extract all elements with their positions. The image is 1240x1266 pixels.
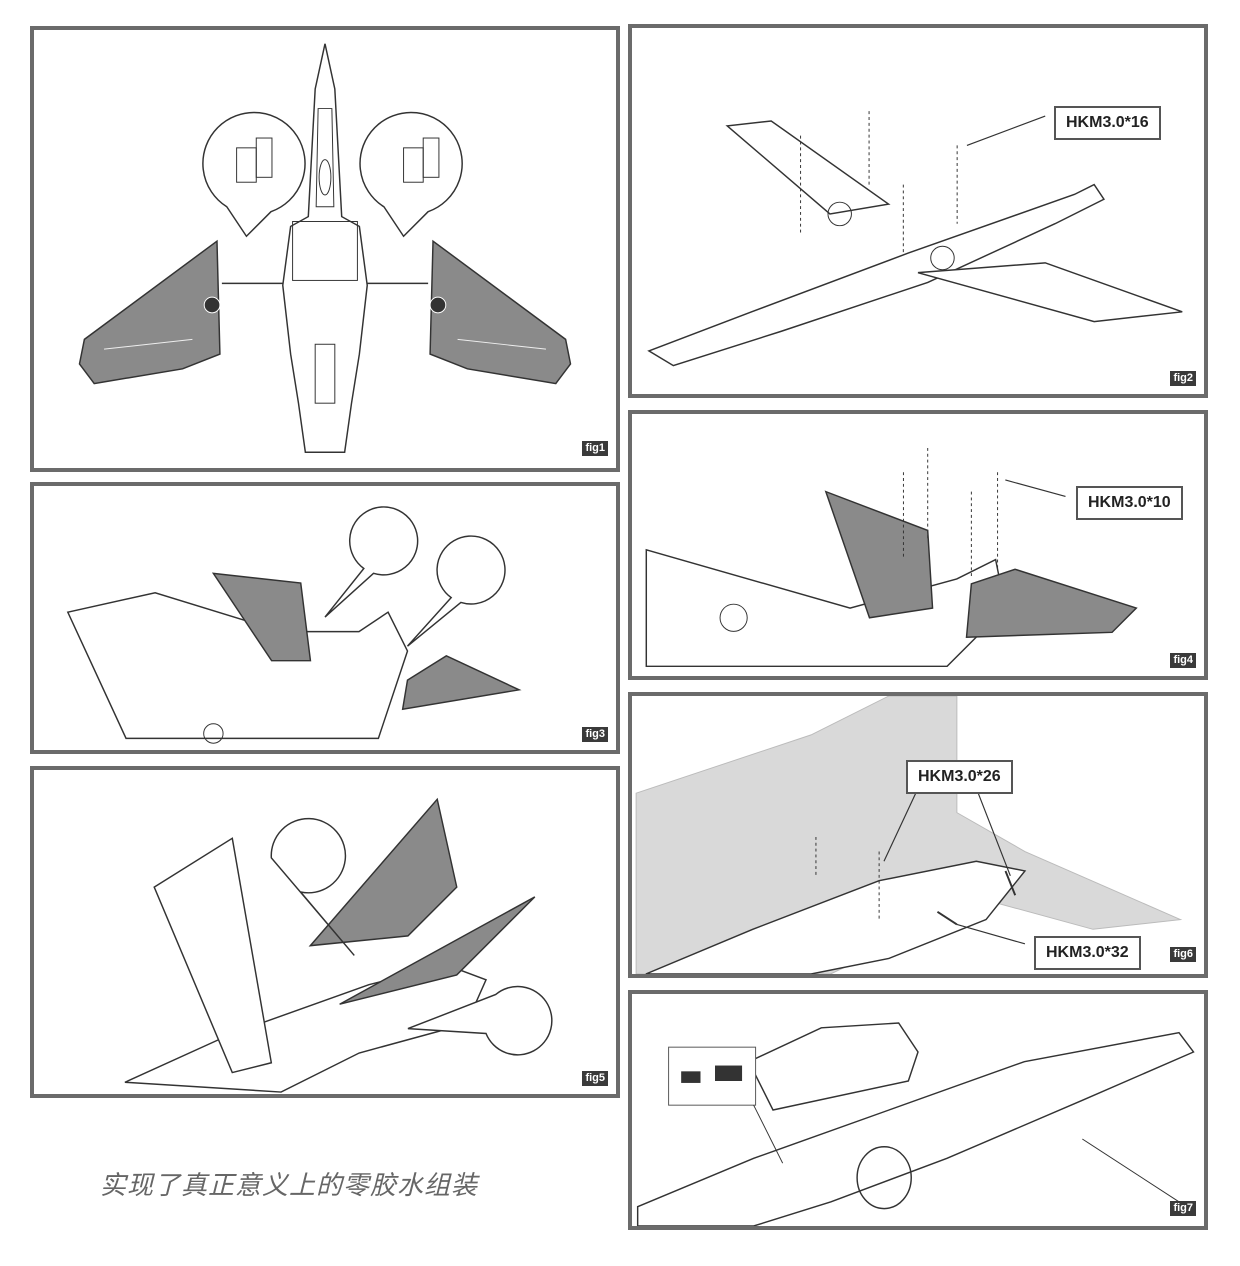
figure-6-drawing xyxy=(635,696,1183,974)
vertical-fin-part xyxy=(308,797,458,947)
aircraft-underside-view xyxy=(647,183,1106,367)
figure-4-panel: HKM3.0*10 fig4 xyxy=(628,410,1208,680)
figure-6-tag: fig6 xyxy=(1170,947,1196,962)
fuselage-side-view xyxy=(124,964,488,1093)
fuselage-underside-view xyxy=(645,860,1027,974)
figure-3-panel: fig3 xyxy=(30,482,620,754)
right-wing-part xyxy=(429,239,572,385)
figure-2-tag: fig2 xyxy=(1170,371,1196,386)
figure-4-drawing xyxy=(645,447,1138,668)
fuselage-top-view xyxy=(282,43,368,454)
figure-7-tag: fig7 xyxy=(1170,1201,1196,1216)
figure-3-tag: fig3 xyxy=(582,727,608,742)
figure-7-drawing xyxy=(636,1022,1195,1226)
screw-callout-hkm3-32: HKM3.0*32 xyxy=(1034,936,1141,970)
detail-bubble-b xyxy=(406,535,506,647)
detail-bubble-right xyxy=(359,111,463,238)
figure-1-drawing xyxy=(78,43,572,454)
figure-1-panel: fig1 xyxy=(30,26,620,472)
figure-6-panel: HKM3.0*26 HKM3.0*32 fig6 xyxy=(628,692,1208,978)
figure-5-panel: fig5 xyxy=(30,766,620,1098)
figure-2-drawing xyxy=(647,111,1183,367)
assembly-caption: 实现了真正意义上的零胶水组装 xyxy=(100,1171,479,1201)
detail-bubble-a xyxy=(324,506,419,618)
figure-4-tag: fig4 xyxy=(1170,653,1196,668)
figure-1-tag: fig1 xyxy=(582,441,608,456)
cockpit-canopy xyxy=(747,1022,919,1111)
wing-assembly-view xyxy=(66,592,409,740)
figure-7-panel: fig7 xyxy=(628,990,1208,1230)
left-wing-part xyxy=(78,239,221,385)
detail-bubble-upper xyxy=(270,817,355,956)
figure-5-tag: fig5 xyxy=(582,1071,608,1086)
left-stabilizer-part xyxy=(824,490,934,619)
right-stabilizer-part xyxy=(965,568,1138,638)
detail-bubble-lower xyxy=(407,985,553,1056)
figure-5-drawing xyxy=(124,797,553,1093)
tail-part-left xyxy=(211,572,312,662)
screw-callout-hkm3-16: HKM3.0*16 xyxy=(1054,106,1161,140)
tail-part-right xyxy=(401,655,522,711)
figure-2-panel: HKM3.0*16 fig2 xyxy=(628,24,1208,398)
fuselage-rear-view xyxy=(645,548,1007,668)
fuselage-cockpit-view xyxy=(636,1031,1195,1226)
horizontal-tail-part xyxy=(339,896,536,1005)
screw-callout-hkm3-10: HKM3.0*10 xyxy=(1076,486,1183,520)
ghost-airframe-view xyxy=(635,696,1183,974)
figure-3-drawing xyxy=(66,506,522,744)
screw-callout-hkm3-26: HKM3.0*26 xyxy=(906,760,1013,794)
detail-bubble-left xyxy=(202,111,306,238)
